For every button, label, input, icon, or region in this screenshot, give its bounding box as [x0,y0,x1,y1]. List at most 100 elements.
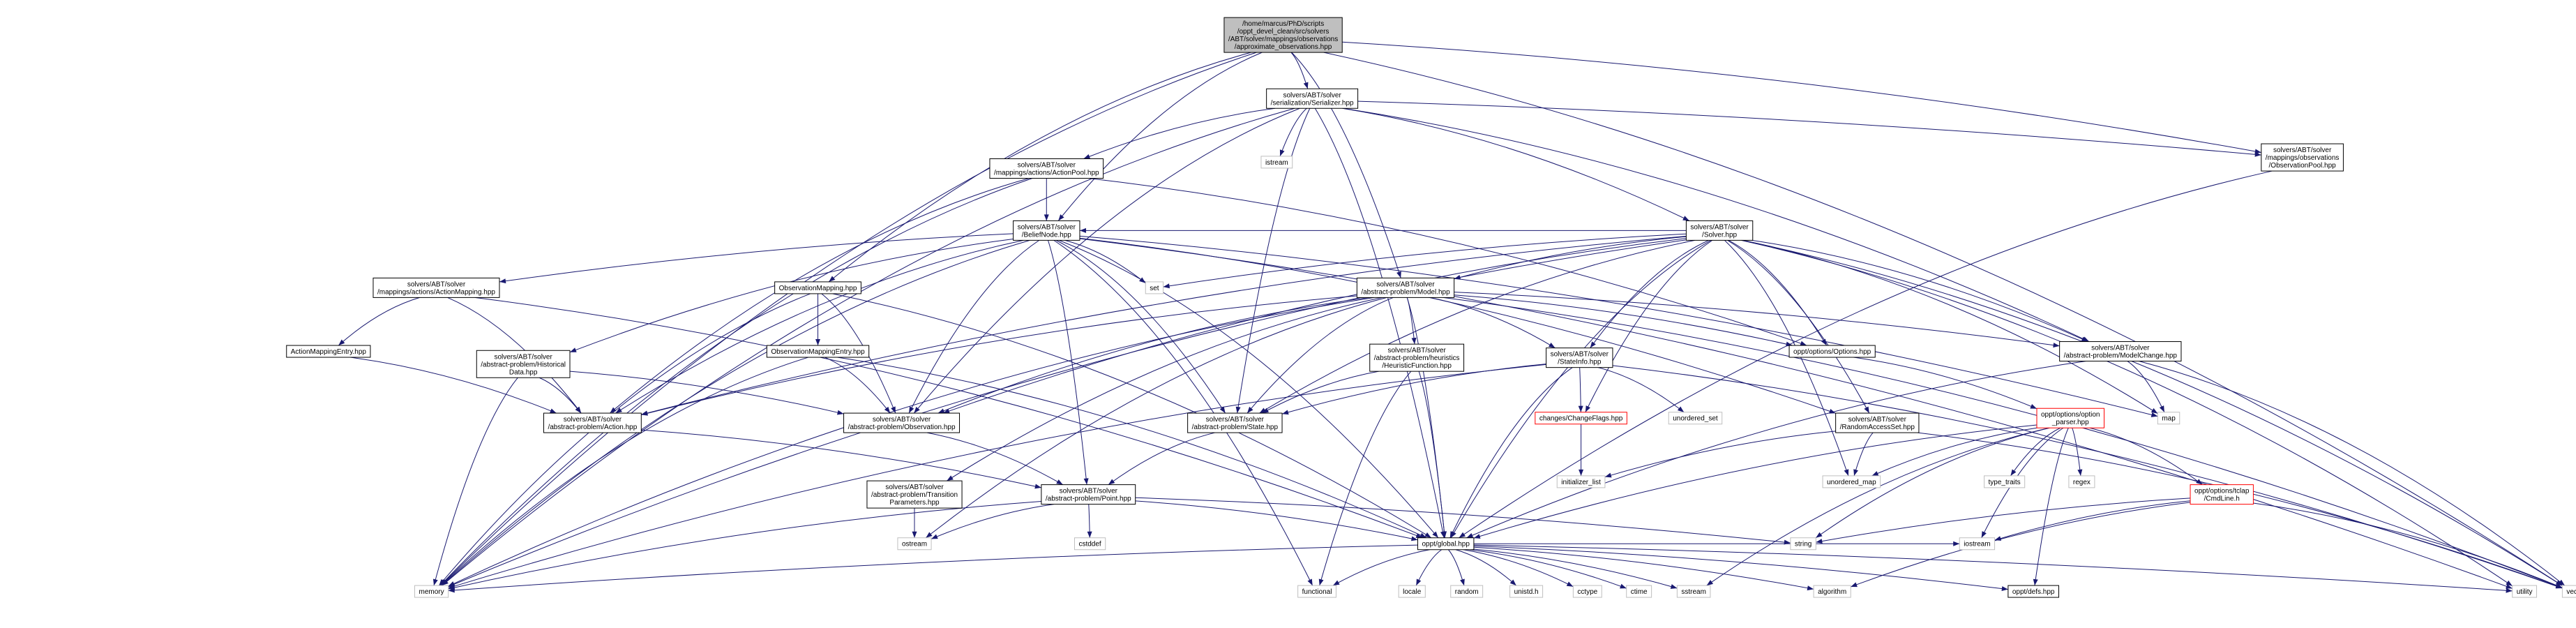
graph-node-model[interactable]: solvers/ABT/solver/abstract-problem/Mode… [1356,277,1455,298]
dependency-edge-solver-vector [1742,239,2563,586]
dependency-arrowhead [1682,216,1689,221]
node-label-line: memory [419,588,444,596]
graph-node-root[interactable]: /home/marcus/PhD/scripts/oppt_devel_clea… [1223,17,1343,53]
dependency-edge-beliefnode-functional [1053,239,1313,586]
dependency-edge-optparser-string [1815,427,2050,539]
graph-node-historical[interactable]: solvers/ABT/solver/abstract-problem/Hist… [476,350,571,378]
graph-node-actionmapping[interactable]: solvers/ABT/solver/mappings/actions/Acti… [372,277,500,298]
graph-node-point[interactable]: solvers/ABT/solver/abstract-problem/Poin… [1041,484,1136,505]
node-box [1535,412,1627,425]
dependency-edge-solver-global [1450,239,1712,538]
dependency-edge-modelchange-global [1466,361,2086,539]
dependency-edge-serializer-global [1314,108,1445,538]
graph-node-global[interactable]: oppt/global.hpp [1417,537,1475,551]
dependency-edge-serializer-modelchange [1343,107,2090,342]
dependency-arrowhead [1473,534,1481,539]
dependency-edge-beliefnode-actionmapping [499,233,1014,283]
dependency-edge-optparser-unordered_map [1871,427,2038,477]
graph-node-serializer[interactable]: solvers/ABT/solver/serialization/Seriali… [1266,88,1359,109]
node-label-line: vector [2566,588,2576,596]
dependency-edge-root-obspool [1342,41,2261,153]
node-label-line: solvers/ABT/solver [407,281,466,288]
dependency-arrowhead [1807,585,1814,591]
dependency-edge-beliefnode-global [1058,239,1439,539]
graph-node-ctime: ctime [1626,585,1652,598]
graph-node-obsmappingentry[interactable]: ObservationMappingEntry.hpp [766,345,870,358]
dependency-arrowhead [891,406,896,414]
dependency-arrowhead [1953,541,1960,546]
dependency-edge-actionpool-memory [439,178,1033,586]
dependency-edge-serializer-istream [1279,107,1307,157]
dependency-arrowhead [931,534,938,539]
graph-node-sstream: sstream [1676,585,1711,598]
graph-node-initlist: initializer_list [1556,475,1606,488]
graph-node-modelchange[interactable]: solvers/ABT/solver/abstract-problem/Mode… [2059,341,2182,362]
node-box [414,585,449,598]
graph-node-action[interactable]: solvers/ABT/solver/abstract-problem/Acti… [543,412,642,433]
node-box [1260,156,1293,169]
node-label-line: solvers/ABT/solver [1848,416,1907,424]
dependency-edge-root-memory [440,52,1257,586]
node-label-line: solvers/ABT/solver [1060,488,1118,495]
dependency-edge-solver-set [1163,233,1687,287]
graph-node-heuristic[interactable]: solvers/ABT/solver/abstract-problem/heur… [1369,343,1465,372]
dependency-edge-global-ctime [1470,549,1627,589]
graph-node-actionmappingentry[interactable]: ActionMappingEntry.hpp [286,345,371,358]
dependency-edge-historical-action [538,377,582,414]
dependency-edge-optparser-iostream [1981,427,2064,538]
node-box [1813,585,1851,598]
graph-node-changeflags[interactable]: changes/ChangeFlags.hpp [1535,412,1627,425]
graph-node-actionpool[interactable]: solvers/ABT/solver/mappings/actions/Acti… [989,158,1104,179]
graph-node-cmdline[interactable]: oppt/options/tclap/CmdLine.h [2190,484,2254,505]
node-layer: /home/marcus/PhD/scripts/oppt_devel_clea… [286,17,2576,598]
dependency-arrowhead [1509,579,1516,586]
dependency-edge-global-unistd [1455,549,1517,586]
graph-node-defs[interactable]: oppt/defs.hpp [2008,585,2059,598]
node-label-line: solvers/ABT/solver [1690,223,1749,231]
node-label-line: Parameters.hpp [889,499,940,507]
graph-node-obsmapping[interactable]: ObservationMapping.hpp [774,281,861,294]
node-label-line: /HeuristicFunction.hpp [1382,362,1452,370]
node-label-line: /ObservationPool.hpp [2269,162,2337,170]
node-box [1509,585,1544,598]
graph-node-transition[interactable]: solvers/ABT/solver/abstract-problem/Tran… [866,480,963,509]
node-box [1145,281,1164,294]
dependency-edge-historical-memory [433,377,518,586]
graph-node-randomaccess[interactable]: solvers/ABT/solver/RandomAccessSet.hpp [1835,412,1920,433]
dependency-arrowhead [1333,580,1340,586]
node-label-line: /abstract-problem/Observation.hpp [848,424,956,431]
node-box [1013,220,1080,241]
graph-node-solver[interactable]: solvers/ABT/solver/Solver.hpp [1685,220,1754,241]
graph-node-obspool[interactable]: solvers/ABT/solver/mappings/observations… [2261,143,2344,172]
graph-node-state[interactable]: solvers/ABT/solver/abstract-problem/Stat… [1187,412,1283,433]
node-box [2068,475,2095,488]
graph-node-optparser[interactable]: oppt/options/option_parser.hpp [2036,408,2105,428]
dependency-arrowhead [1604,472,1612,478]
dependency-arrowhead [441,579,448,586]
graph-node-beliefnode[interactable]: solvers/ABT/solver/BeliefNode.hpp [1013,220,1080,241]
graph-node-options[interactable]: oppt/options/Options.hpp [1788,345,1876,358]
node-box [1297,585,1336,598]
dependency-edge-global-memory [448,544,1418,591]
graph-node-stateinfo[interactable]: solvers/ABT/solver/StateInfo.hpp [1546,347,1613,368]
node-box [1788,345,1876,358]
dependency-arrowhead [499,278,506,284]
graph-node-observation[interactable]: solvers/ABT/solver/abstract-problem/Obse… [843,412,961,433]
dependency-arrowhead [2081,336,2088,342]
node-label-line: locale [1403,588,1422,596]
node-label-line: solvers/ABT/solver [1387,347,1446,354]
dependency-arrowhead [912,531,917,538]
dependency-edge-cmdline-string [1816,498,2191,543]
node-box [866,480,963,509]
graph-node-locale: locale [1398,585,1426,598]
dependency-edge-obsmapping-observation [821,293,896,414]
node-box [1041,484,1136,505]
graph-node-regex: regex [2068,475,2095,488]
dependency-edge-options-optparser [1853,357,2038,410]
node-box [1369,343,1465,372]
node-box [1187,412,1283,433]
dependency-edge-model-modelchange [1454,292,2060,347]
dependency-arrowhead [1706,580,1714,586]
node-label-line: istream [1265,159,1288,167]
node-label-line: ObservationMapping.hpp [779,285,857,292]
